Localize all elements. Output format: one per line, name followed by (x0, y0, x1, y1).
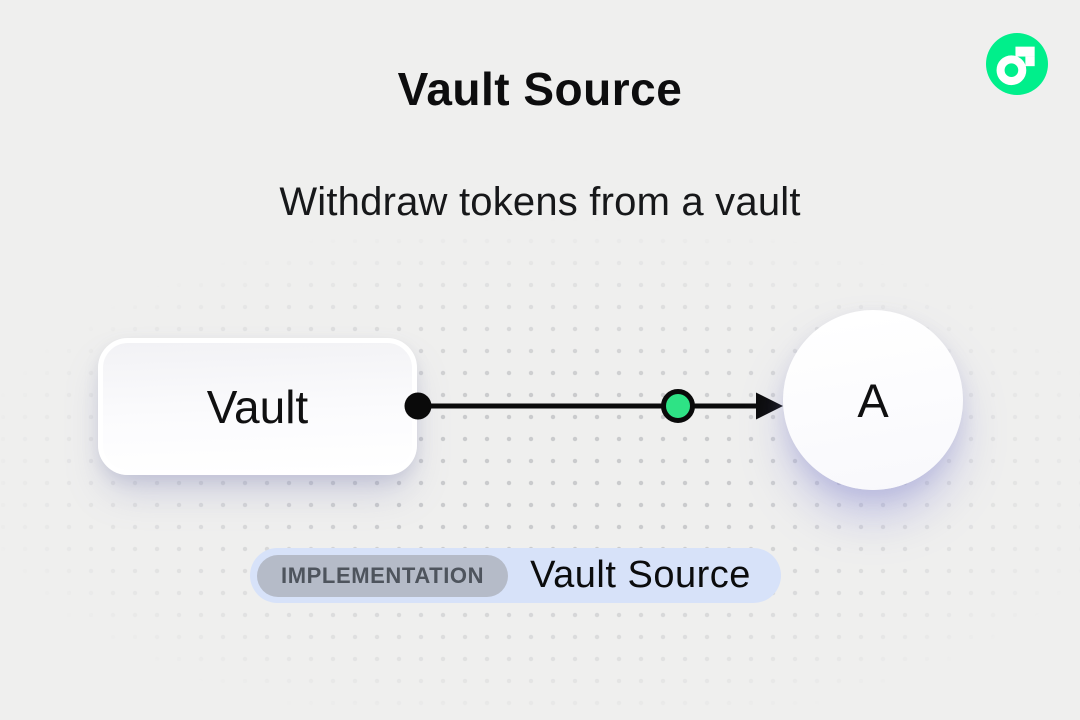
vault-node: Vault (98, 338, 417, 475)
vault-node-label: Vault (206, 380, 309, 433)
connector-token-dot (661, 389, 695, 423)
account-node: A (783, 310, 963, 490)
page-title: Vault Source (397, 63, 683, 115)
implementation-badge-label: Vault Source (530, 554, 751, 596)
flow-logo-icon (986, 33, 1048, 95)
connector-arrowhead-icon (756, 392, 783, 420)
page-subtitle: Withdraw tokens from a vault (279, 180, 801, 224)
account-node-label: A (857, 373, 889, 427)
implementation-tag-pill: IMPLEMENTATION (257, 554, 509, 597)
implementation-badge: IMPLEMENTATION Vault Source (250, 548, 781, 603)
